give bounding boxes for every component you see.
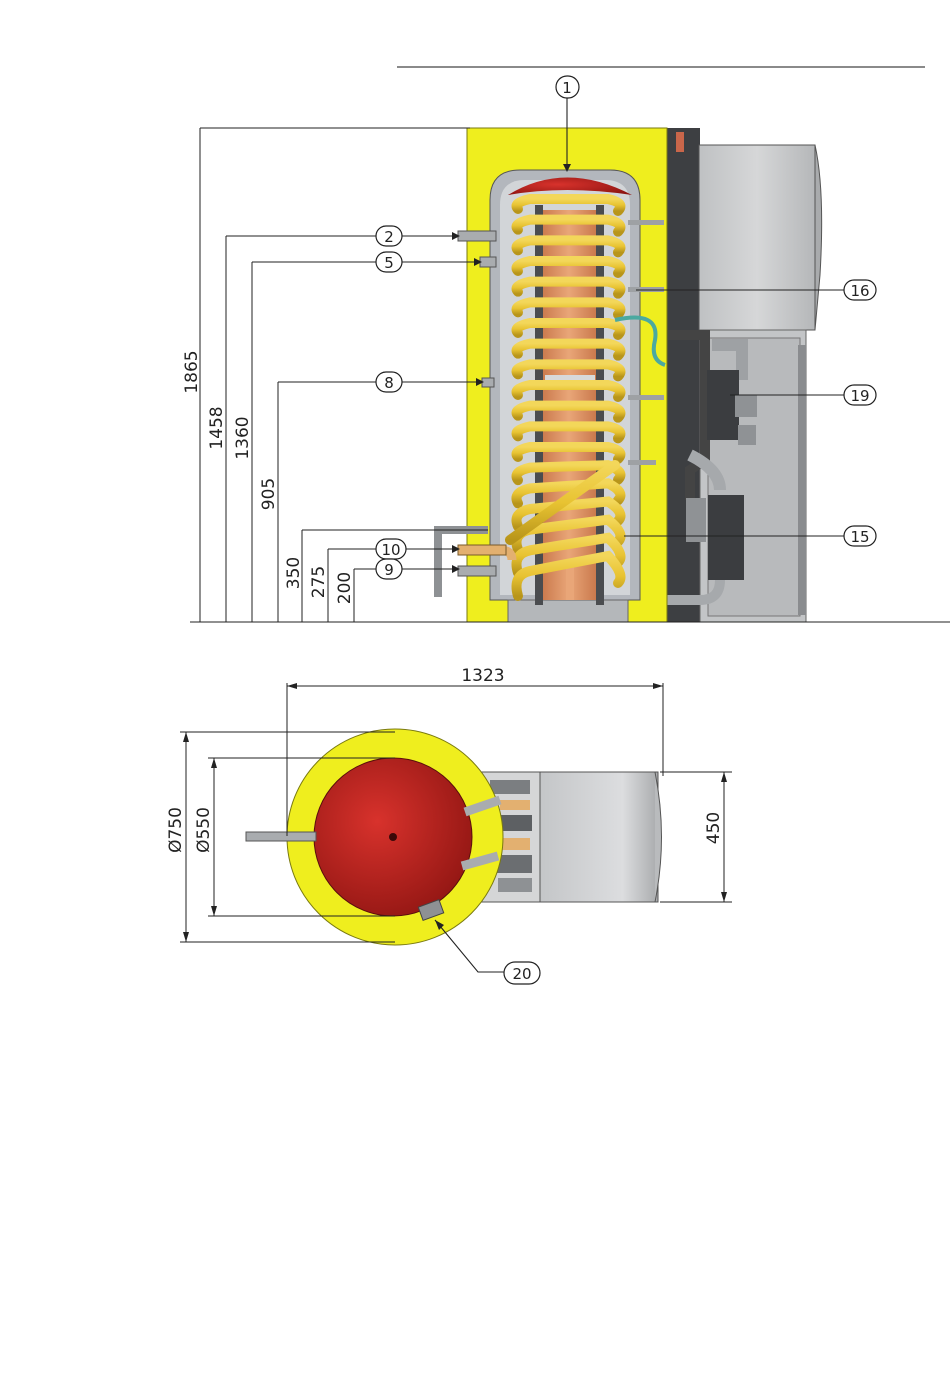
- top-heat-pump-body: [540, 772, 658, 902]
- connection-8-pipe: [482, 378, 494, 387]
- pump-body: [686, 498, 706, 542]
- heat-pump-upper-casing: [699, 145, 815, 330]
- sensor-pocket-1: [628, 395, 664, 400]
- sensor-pocket-4: [628, 220, 664, 225]
- callout-5: 5: [384, 254, 394, 272]
- callout-19: 19: [850, 387, 869, 405]
- valve-body: [735, 395, 757, 417]
- dim-diameter-550: Ø550: [194, 807, 214, 853]
- dim-1865: 1865: [182, 350, 202, 393]
- top-dome-center: [389, 833, 397, 841]
- connection-9-pipe: [458, 566, 496, 576]
- top-left-pipe: [246, 832, 316, 841]
- hydraulic-block-lower: [708, 495, 744, 580]
- valve-body-2: [738, 425, 756, 445]
- dim-1323: 1323: [461, 666, 504, 686]
- callout-20: 20: [512, 965, 531, 983]
- dim-350: 350: [284, 557, 304, 589]
- connection-5-pipe: [480, 257, 496, 267]
- dim-diameter-750: Ø750: [166, 807, 186, 853]
- callout-16: 16: [850, 282, 869, 300]
- front-section-view: [438, 128, 822, 622]
- callout-8: 8: [384, 374, 394, 392]
- dim-200: 200: [335, 572, 355, 604]
- sensor-pocket-2: [628, 460, 656, 465]
- top-view: [246, 729, 662, 945]
- tank-base: [508, 600, 628, 622]
- callout-10: 10: [381, 541, 400, 559]
- callout-15: 15: [850, 528, 869, 546]
- dim-1360: 1360: [233, 416, 253, 459]
- callout-2: 2: [384, 228, 394, 246]
- frame-column: [666, 128, 700, 622]
- callout-1: 1: [562, 79, 572, 97]
- connection-10-pipe: [458, 545, 506, 555]
- hydraulic-block-upper: [707, 370, 739, 440]
- housing-rail: [798, 345, 806, 615]
- heat-pump-casing-edge: [815, 145, 822, 330]
- top-heat-pump-cap: [655, 772, 662, 902]
- dim-905: 905: [259, 478, 279, 510]
- top-fitting: [676, 132, 684, 152]
- dim-275: 275: [309, 566, 329, 598]
- dim-450: 450: [704, 812, 724, 844]
- connection-2-pipe: [458, 231, 496, 241]
- dim-1458: 1458: [207, 406, 227, 449]
- callout-9: 9: [384, 561, 394, 579]
